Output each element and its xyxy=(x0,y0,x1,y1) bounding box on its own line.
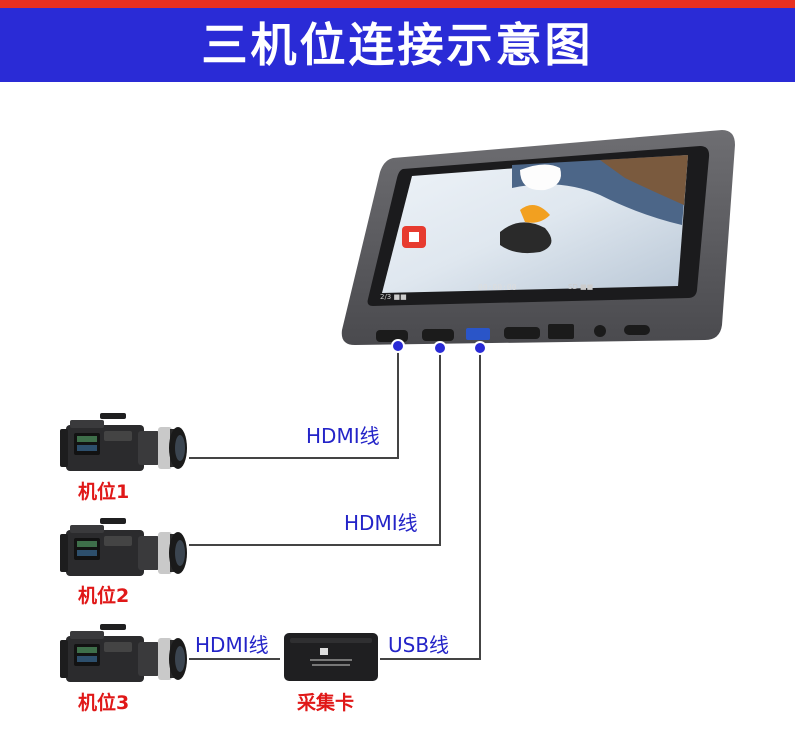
cable-line-1 xyxy=(189,346,399,459)
cable-label-1: HDMI线 xyxy=(306,424,380,448)
usb-port xyxy=(466,328,490,340)
hdmi-port-1 xyxy=(376,330,408,342)
camera-3-icon xyxy=(60,624,187,682)
monitor-status-right: SD ■■ xyxy=(568,283,593,291)
camera-2-label: 机位2 xyxy=(78,584,129,607)
cable-label-2: HDMI线 xyxy=(344,511,418,535)
port-dot-1 xyxy=(391,339,405,353)
port-dots xyxy=(391,339,487,355)
ethernet-port xyxy=(548,324,574,339)
camera-1-icon xyxy=(60,413,187,471)
monitor: 00:00:00 2/3 ■■ SD ■■ xyxy=(341,130,735,345)
port-dot-2 xyxy=(433,341,447,355)
camera-3-label: 机位3 xyxy=(78,691,129,714)
hdmi-out-port xyxy=(504,327,540,339)
cable-line-usb xyxy=(380,348,481,660)
monitor-timecode: 00:00:00 xyxy=(478,283,517,292)
hdmi-port-2 xyxy=(422,329,454,341)
monitor-status-left: 2/3 ■■ xyxy=(380,293,407,301)
page-title: 三机位连接示意图 xyxy=(0,8,795,82)
port-dot-usb xyxy=(473,341,487,355)
cable-label-3: HDMI线 xyxy=(195,633,269,657)
usb-c-port xyxy=(624,325,650,335)
capture-card-label: 采集卡 xyxy=(297,691,354,714)
accent-strip xyxy=(0,0,795,8)
cable-line-2 xyxy=(189,348,441,546)
camera-2-icon xyxy=(60,518,187,576)
capture-card xyxy=(284,633,378,681)
usb-cable-label: USB线 xyxy=(388,633,449,657)
capture-card-logo-icon xyxy=(320,648,328,655)
audio-jack xyxy=(594,325,606,337)
camera-1-label: 机位1 xyxy=(78,480,129,503)
cable-lines xyxy=(189,346,481,660)
